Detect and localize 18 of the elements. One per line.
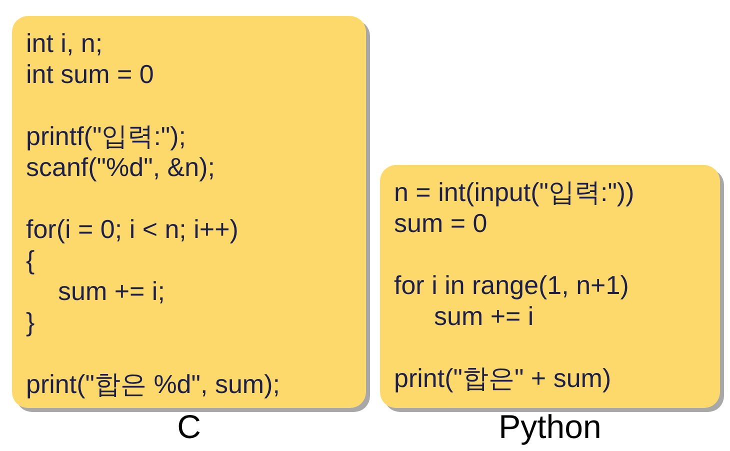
code-line: sum = 0 — [394, 208, 488, 239]
code-card — [12, 16, 366, 408]
code-line: { — [26, 245, 35, 276]
code-line: int i, n; — [26, 28, 103, 59]
code-line: scanf("%d", &n); — [26, 152, 215, 183]
code-line: print("합은 %d", sum); — [26, 369, 280, 400]
code-line: for(i = 0; i < n; i++) — [26, 214, 238, 245]
code-line: print("합은" + sum) — [394, 363, 612, 394]
code-line: printf("입력:"); — [26, 121, 186, 152]
code-card — [380, 165, 720, 408]
code-line: } — [26, 307, 35, 338]
code-line: int sum = 0 — [26, 59, 154, 90]
code-line: sum += i; — [57, 276, 165, 307]
code-line: sum += i — [433, 301, 534, 332]
code-line: for i in range(1, n+1) — [394, 270, 629, 301]
code-line: n = int(input("입력:")) — [394, 177, 634, 208]
language-caption: C — [176, 407, 202, 447]
language-caption: Python — [498, 407, 602, 447]
